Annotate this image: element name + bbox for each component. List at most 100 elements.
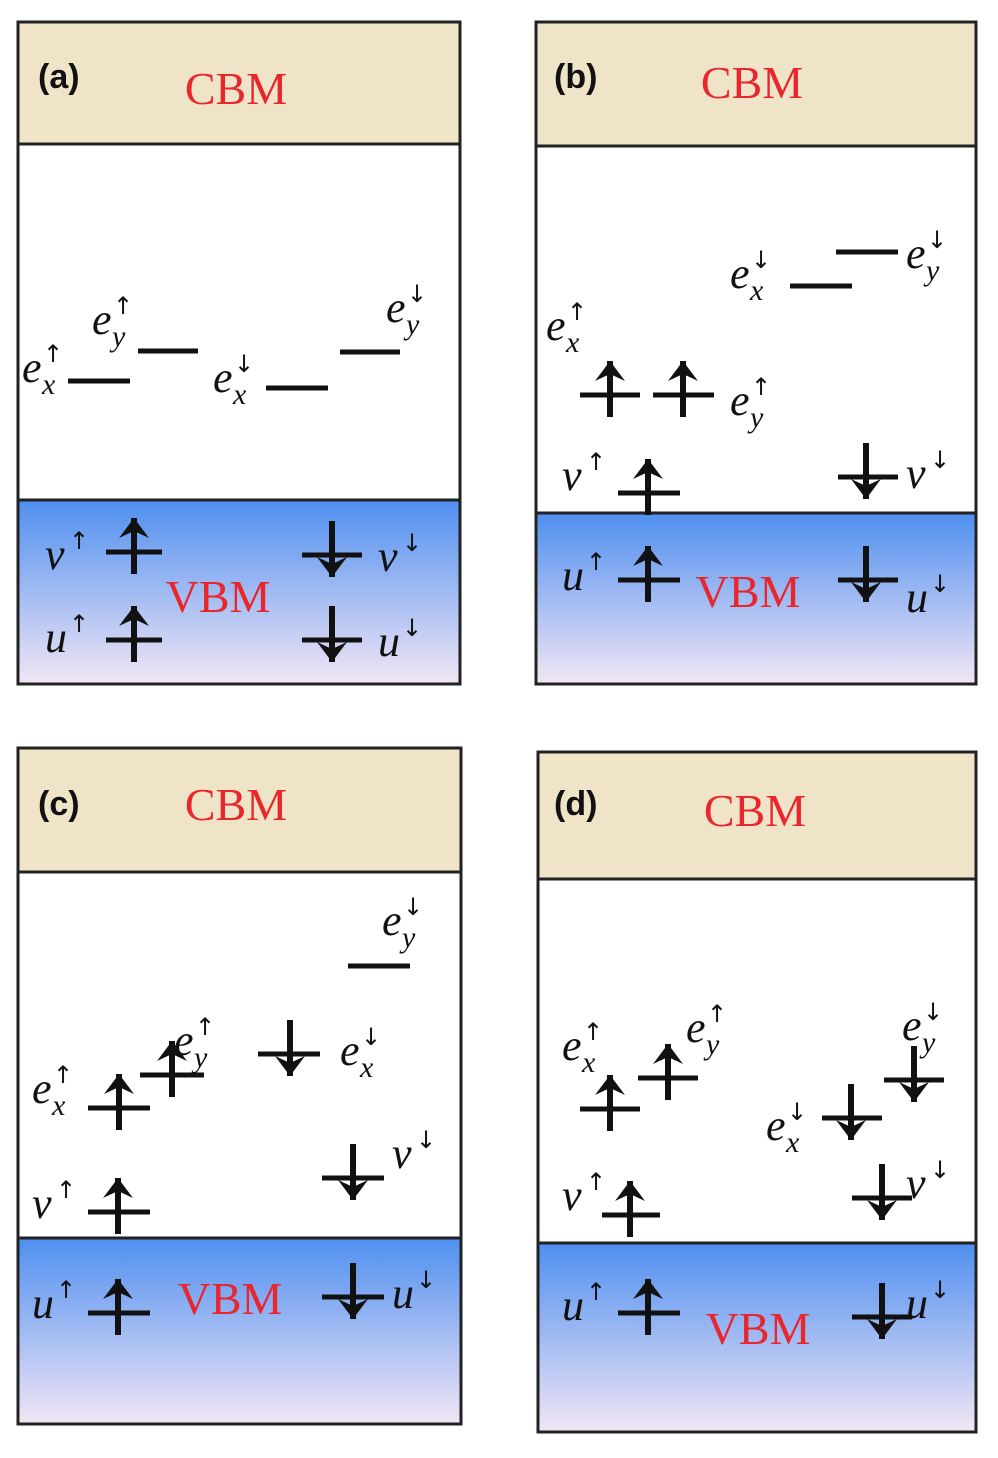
spin-superscript: ↑ <box>586 548 606 576</box>
level-symbol: e <box>92 295 112 344</box>
panel-d-level-label-3: ex↓ <box>766 1098 807 1159</box>
panel-c-level-v-down: v↓ <box>322 1126 436 1200</box>
spin-superscript: ↑ <box>586 448 606 476</box>
panel-a-spin-up-head <box>119 606 149 626</box>
panel-d-level-label-1: ey↑ <box>686 1000 727 1061</box>
panel-c-level-label-0: ey↓ <box>382 893 423 954</box>
level-symbol: v <box>906 1159 926 1208</box>
panel-b-spin-up-head <box>633 459 663 479</box>
spin-superscript: ↑ <box>751 373 771 401</box>
spin-superscript: ↑ <box>43 340 63 368</box>
panel-b-level-label-5: v↓ <box>906 446 950 498</box>
level-symbol: v <box>45 530 65 579</box>
panel-b-spin-up-head <box>633 546 663 566</box>
level-symbol: e <box>213 353 233 402</box>
level-symbol: e <box>730 249 750 298</box>
panel-b-level-label-1: ey↓ <box>906 226 947 287</box>
panel-b-cbm-band <box>536 22 976 146</box>
level-symbol: e <box>562 1021 582 1070</box>
panel-c-level-label-7: u↓ <box>392 1266 436 1318</box>
panel-d-level-u-down: u↓ <box>852 1276 950 1339</box>
panel-b-level-label-3: ey↑ <box>730 373 771 434</box>
panel-b-vbm-band <box>536 513 976 684</box>
panel-d-level-ex-up: ex↑ <box>562 1018 640 1131</box>
spin-superscript: ↓ <box>787 1098 807 1126</box>
panel-d-level-label-0: ex↑ <box>562 1018 603 1079</box>
panel-b-level-ex-up: ex↑ <box>546 298 640 417</box>
panel-b-vbm-label: VBM <box>696 566 801 617</box>
level-symbol: u <box>562 551 584 600</box>
panel-d-level-ex-down: ex↓ <box>766 1084 882 1159</box>
level-symbol: e <box>686 1003 706 1052</box>
level-subscript: x <box>565 326 580 359</box>
panel-d-level-label-7: u↓ <box>906 1276 950 1328</box>
spin-superscript: ↓ <box>402 529 422 557</box>
spin-superscript: ↓ <box>416 1126 436 1154</box>
spin-superscript: ↓ <box>234 350 254 378</box>
panel-d-level-ey-up: ey↑ <box>638 1000 727 1100</box>
level-symbol: u <box>392 1269 414 1318</box>
level-subscript: y <box>923 254 940 287</box>
level-subscript: y <box>109 320 126 353</box>
panel-d-spin-up-head <box>615 1181 645 1201</box>
level-subscript: x <box>785 1126 800 1159</box>
panel-a-level-label-5: v↓ <box>378 529 422 581</box>
spin-superscript: ↓ <box>407 280 427 308</box>
panel-d-spin-down-head <box>899 1082 929 1102</box>
panel-b-level-label-2: ex↑ <box>546 298 587 359</box>
panel-a-level-label-1: ey↑ <box>92 292 133 353</box>
panel-c-cbm-label: CBM <box>185 779 287 830</box>
level-symbol: u <box>378 617 400 666</box>
panel-a-cbm-label: CBM <box>185 63 287 114</box>
panel-b-spin-down-head <box>851 479 881 499</box>
panel-d-spin-up-head <box>653 1044 683 1064</box>
panel-a-level-u-up: u↑ <box>45 606 162 662</box>
spin-superscript: ↑ <box>56 1276 76 1304</box>
panel-d-vbm-band <box>538 1243 976 1432</box>
panel-a-level-label-6: u↑ <box>45 610 89 662</box>
spin-superscript: ↓ <box>930 446 950 474</box>
level-symbol: v <box>32 1179 52 1228</box>
panel-a-spin-down-head <box>317 642 347 662</box>
panel-d-label: (d) <box>554 785 597 823</box>
level-symbol: u <box>562 1281 584 1330</box>
panel-c-frame <box>16 746 463 1426</box>
panel-b-level-label-4: v↑ <box>562 448 606 500</box>
panel-c-vbm-band <box>18 1238 461 1424</box>
panel-b-level-u-up: u↑ <box>562 546 680 602</box>
level-symbol: e <box>340 1026 360 1075</box>
panel-c-spin-up-head <box>103 1279 133 1299</box>
panel-c-level-label-2: ex↓ <box>340 1023 381 1084</box>
spin-superscript: ↑ <box>195 1013 215 1041</box>
panel-c-level-label-3: ex↑ <box>32 1061 73 1122</box>
level-symbol: v <box>378 532 398 581</box>
panel-b-frame <box>534 20 978 686</box>
level-subscript: x <box>359 1051 374 1084</box>
panel-c-level-label-5: v↑ <box>32 1176 76 1228</box>
panel-a-level-u-down: u↓ <box>302 606 422 666</box>
spin-superscript: ↓ <box>930 570 950 598</box>
level-symbol: e <box>906 229 926 278</box>
spin-superscript: ↓ <box>416 1266 436 1294</box>
spin-superscript: ↑ <box>53 1061 73 1089</box>
level-subscript: y <box>747 401 764 434</box>
panel-a-level-ey-down: ey↓ <box>340 280 427 355</box>
level-subscript: y <box>403 308 420 341</box>
level-symbol: v <box>562 1171 582 1220</box>
panel-d-level-v-down: v↓ <box>852 1156 950 1220</box>
spin-superscript: ↓ <box>923 998 943 1026</box>
panel-c-level-ex-up: ex↑ <box>32 1061 150 1130</box>
panel-d-vbm-label: VBM <box>706 1303 811 1354</box>
panel-a-level-label-2: ex↓ <box>213 350 254 411</box>
panel-d-frame <box>536 750 978 1434</box>
level-subscript: y <box>919 1026 936 1059</box>
spin-superscript: ↑ <box>113 292 133 320</box>
level-subscript: x <box>41 368 56 401</box>
panel-d-cbm-label: CBM <box>704 785 806 836</box>
level-symbol: v <box>562 451 582 500</box>
spin-superscript: ↑ <box>583 1018 603 1046</box>
panel-d-level-label-4: v↑ <box>562 1168 606 1220</box>
level-symbol: e <box>546 301 566 350</box>
